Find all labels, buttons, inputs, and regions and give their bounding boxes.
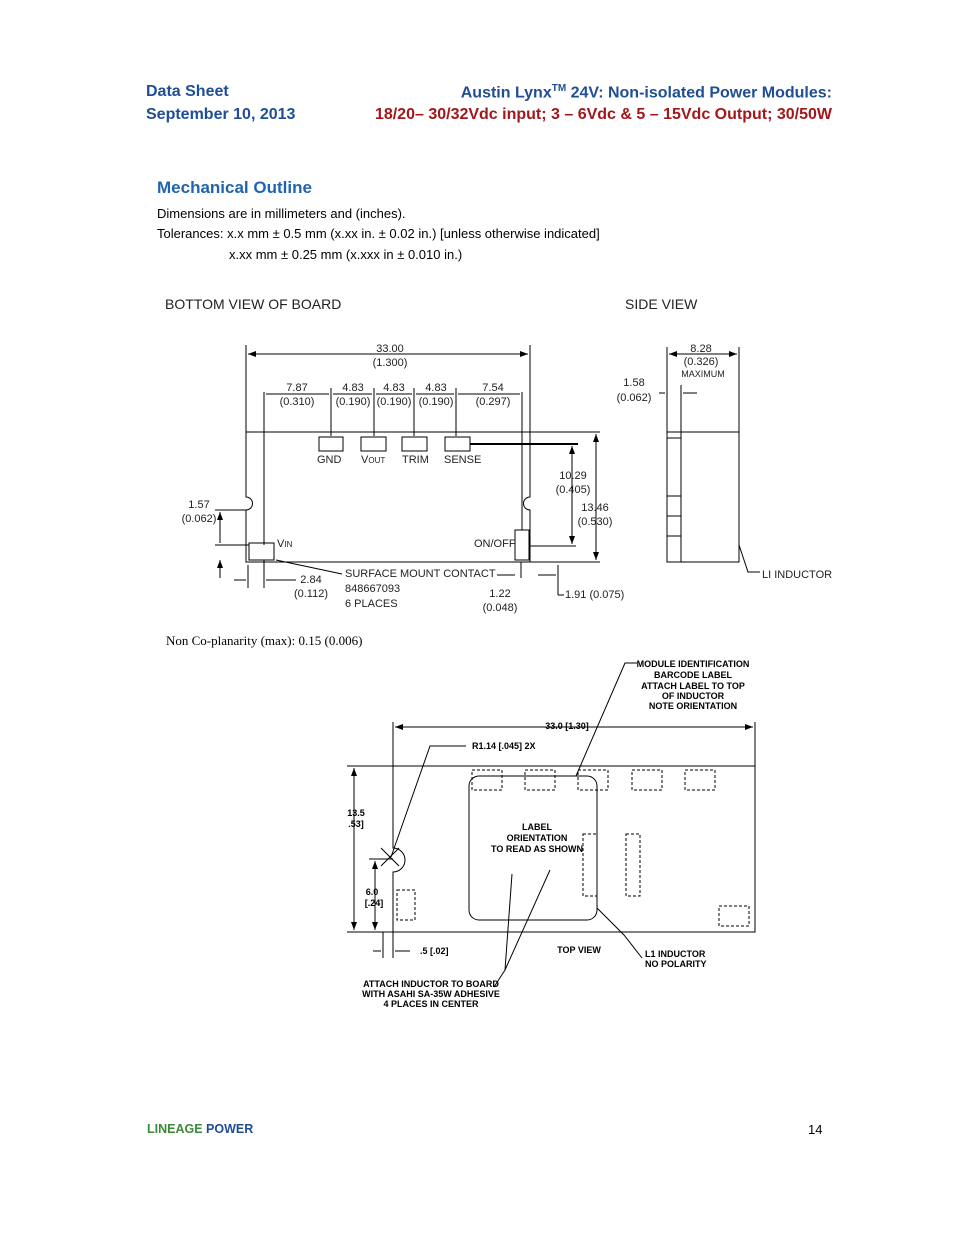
top-width-dim: 33.0 [1.30] (545, 721, 589, 731)
pitch-1-mm: 7.87 (286, 382, 307, 394)
pin-vout-label: VOUT (361, 454, 385, 466)
side-top-in: (0.326) (684, 356, 719, 368)
header-product-line: Austin LynxTM 24V: Non-isolated Power Mo… (461, 83, 832, 102)
notch-in: (0.062) (182, 513, 217, 525)
top-offset-mm: 6.0 (366, 887, 379, 897)
trademark: TM (551, 83, 567, 94)
mod-id-line-4: OF INDUCTOR (662, 691, 725, 701)
pitch-4-mm: 4.83 (425, 382, 446, 394)
pitch-5-mm: 7.54 (482, 382, 503, 394)
side-left-in: (0.062) (617, 392, 652, 404)
pin-vin-label: VIN (277, 538, 293, 550)
label-line-1: LABEL (522, 822, 552, 832)
l1-inductor-line-1: L1 INDUCTOR (645, 949, 706, 959)
height-1-in: (0.405) (556, 484, 591, 496)
height-2-in: (0.530) (578, 516, 613, 528)
page-number: 14 (808, 1122, 823, 1137)
header-date: September 10, 2013 (146, 106, 296, 123)
header-product-name: Austin Lynx (460, 84, 552, 102)
mechanical-drawing-bottom-side: BOTTOM VIEW OF BOARD SIDE VIEW 33.00 (1.… (165, 296, 832, 614)
pin-onoff-label: ON/OFF (474, 538, 516, 550)
dimensions-note: Dimensions are in millimeters and (inche… (157, 206, 406, 221)
side-top-mm: 8.28 (690, 343, 711, 355)
pin-trim-label: TRIM (402, 454, 429, 466)
footer-brand: LINEAGE POWER (147, 1122, 253, 1136)
attach-line-3: 4 PLACES IN CENTER (383, 999, 479, 1009)
height-2-mm: 13.46 (581, 502, 609, 514)
side-left-mm: 1.58 (623, 377, 644, 389)
smc-line-2: 848667093 (345, 583, 400, 595)
pad-width-mm: 2.84 (300, 574, 321, 586)
smc-line-1: SURFACE MOUNT CONTACT (345, 568, 496, 580)
pin-gnd-label: GND (317, 454, 342, 466)
top-view-label: TOP VIEW (557, 945, 601, 955)
pitch-4-in: (0.190) (419, 396, 454, 408)
attach-line-2: WITH ASAHI SA-35W ADHESIVE (362, 989, 500, 999)
pad-width-in: (0.112) (294, 588, 328, 600)
pitch-3-mm: 4.83 (383, 382, 404, 394)
smc-line-3: 6 PLACES (345, 598, 398, 610)
radius-dim: R1.14 [.045] 2X (472, 741, 536, 751)
mod-id-line-2: BARCODE LABEL (654, 670, 733, 680)
side-view-label: SIDE VIEW (625, 296, 698, 312)
top-offset-in: [.24] (365, 898, 384, 908)
pitch-3-in: (0.190) (377, 396, 412, 408)
header-doc-type: Data Sheet (146, 83, 229, 100)
pin-sense-label: SENSE (444, 454, 481, 466)
mod-id-line-5: NOTE ORIENTATION (649, 701, 737, 711)
top-height-mm: 13.5 (347, 808, 365, 818)
inductor-label: LI INDUCTOR (762, 569, 832, 581)
footer-brand-lineage: LINEAGE (147, 1122, 203, 1136)
mechanical-drawing-top-view: MODULE IDENTIFICATION BARCODE LABEL ATTA… (347, 659, 756, 1009)
footer-brand-power: POWER (202, 1122, 254, 1136)
overall-width-in: (1.300) (373, 357, 408, 369)
mod-id-line-1: MODULE IDENTIFICATION (637, 659, 750, 669)
pitch-2-mm: 4.83 (342, 382, 363, 394)
height-1-mm: 10.29 (559, 470, 587, 482)
header-specs: 18/20– 30/32Vdc input; 3 – 6Vdc & 5 – 15… (374, 106, 832, 123)
onoff-width-mm: 1.22 (489, 588, 510, 600)
side-top-note: MAXIMUM (681, 369, 725, 379)
tolerance-line-2: x.xx mm ± 0.25 mm (x.xxx in ± 0.010 in.) (229, 247, 463, 262)
pitch-5-in: (0.297) (476, 396, 511, 408)
notch-mm: 1.57 (188, 499, 209, 511)
onoff-width-in: (0.048) (483, 602, 518, 614)
tolerance-line-1: Tolerances: x.x mm ± 0.5 mm (x.xx in. ± … (157, 226, 600, 241)
mod-id-line-3: ATTACH LABEL TO TOP (641, 681, 745, 691)
gap-dim: .5 [.02] (420, 946, 449, 956)
attach-line-1: ATTACH INDUCTOR TO BOARD (363, 979, 499, 989)
section-title: Mechanical Outline (157, 178, 312, 197)
edge-dim: 1.91 (0.075) (565, 589, 624, 601)
pitch-2-in: (0.190) (336, 396, 371, 408)
coplanarity-note: Non Co-planarity (max): 0.15 (0.006) (166, 633, 363, 648)
l1-inductor-line-2: NO POLARITY (645, 959, 707, 969)
top-height-in: .53] (348, 819, 364, 829)
pitch-1-in: (0.310) (280, 396, 315, 408)
header-product-desc: 24V: Non-isolated Power Modules: (566, 84, 832, 102)
label-line-3: TO READ AS SHOWN (491, 844, 583, 854)
overall-width-mm: 33.00 (376, 343, 404, 355)
bottom-view-label: BOTTOM VIEW OF BOARD (165, 296, 341, 312)
label-line-2: ORIENTATION (507, 833, 568, 843)
